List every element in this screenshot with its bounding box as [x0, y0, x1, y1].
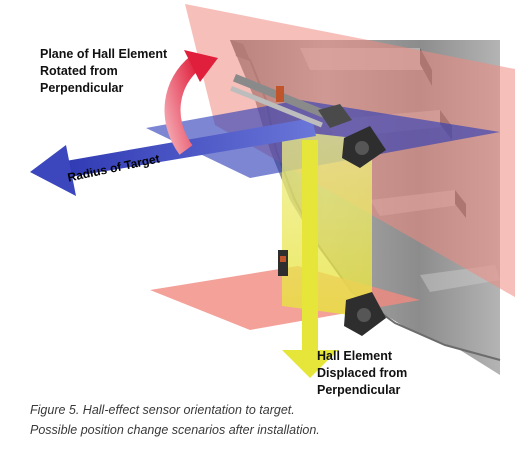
- upper-sensor: [230, 74, 386, 168]
- rotation-arrow: [164, 50, 218, 155]
- figure-caption: Figure 5. Hall-effect sensor orientation…: [30, 400, 500, 440]
- caption-line-1: Figure 5. Hall-effect sensor orientation…: [30, 403, 295, 417]
- hall-displaced-line-3: Perpendicular: [317, 383, 401, 397]
- hall-displaced-label: Hall Element Displaced from Perpendicula…: [317, 348, 407, 399]
- plane-rotated-label: Plane of Hall Element Rotated from Perpe…: [40, 46, 167, 97]
- plane-rotated-line-1: Plane of Hall Element: [40, 47, 168, 61]
- lower-sensor: [278, 250, 386, 336]
- hall-displaced-line-1: Hall Element: [317, 349, 393, 363]
- caption-line-2: Possible position change scenarios after…: [30, 423, 320, 437]
- hall-displaced-line-2: Displaced from: [317, 366, 408, 380]
- sensor-orientation-diagram: [30, 4, 515, 378]
- plane-rotated-line-2: Rotated from: [40, 64, 118, 78]
- displacement-arrow: [282, 140, 338, 378]
- plane-rotated-line-3: Perpendicular: [40, 81, 124, 95]
